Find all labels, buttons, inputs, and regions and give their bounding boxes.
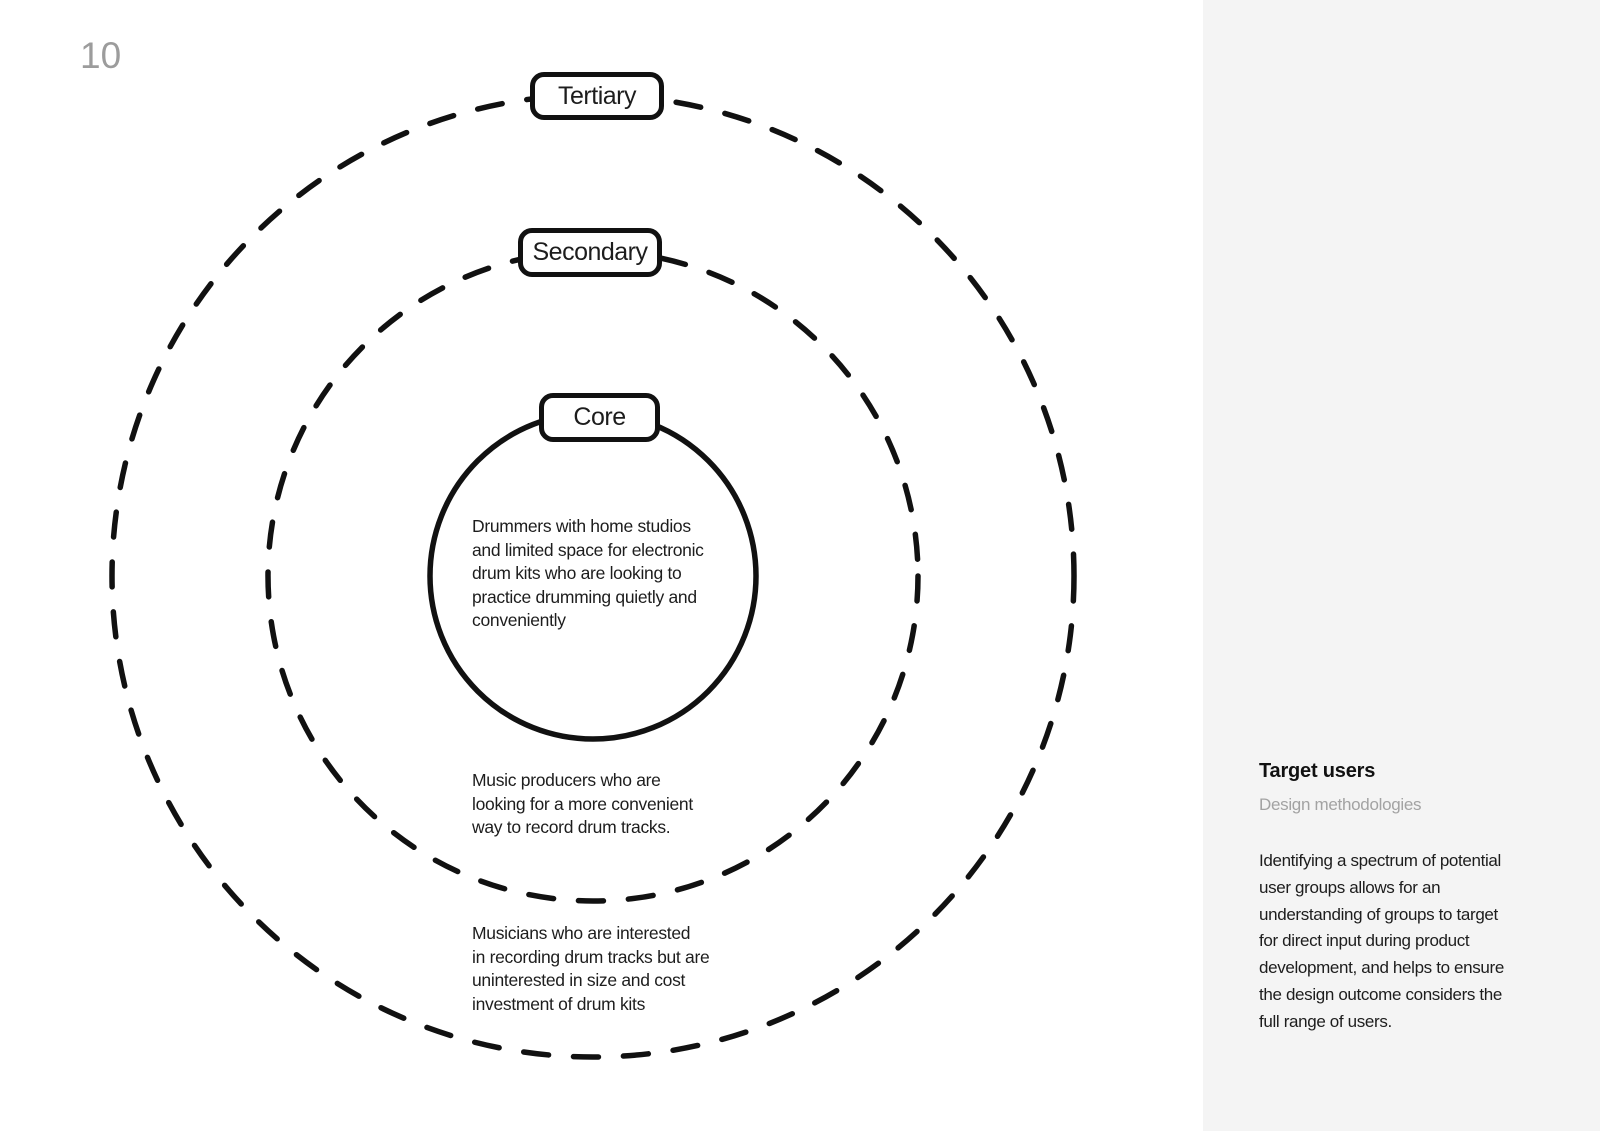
sidebar-panel: Target users Design methodologies Identi… xyxy=(1203,0,1600,1131)
secondary-ring-description: Music producers who are looking for a mo… xyxy=(472,770,693,837)
sidebar-subtitle: Design methodologies xyxy=(1259,795,1422,814)
sidebar-body-text: Identifying a spectrum of potential user… xyxy=(1259,851,1504,1031)
tertiary-ring-description: Musicians who are interested in recordin… xyxy=(472,923,710,1014)
secondary-ring-circle xyxy=(265,248,921,904)
core-ring-label: Core xyxy=(539,393,660,442)
sidebar-title: Target users xyxy=(1259,760,1376,782)
tertiary-ring-label: Tertiary xyxy=(530,72,664,120)
target-users-diagram: Tertiary Secondary Core Drummers with ho… xyxy=(109,72,1077,1060)
secondary-ring-label: Secondary xyxy=(518,228,662,277)
page-number: 10 xyxy=(80,35,122,76)
core-ring-description: Drummers with home studios and limited s… xyxy=(472,516,704,630)
